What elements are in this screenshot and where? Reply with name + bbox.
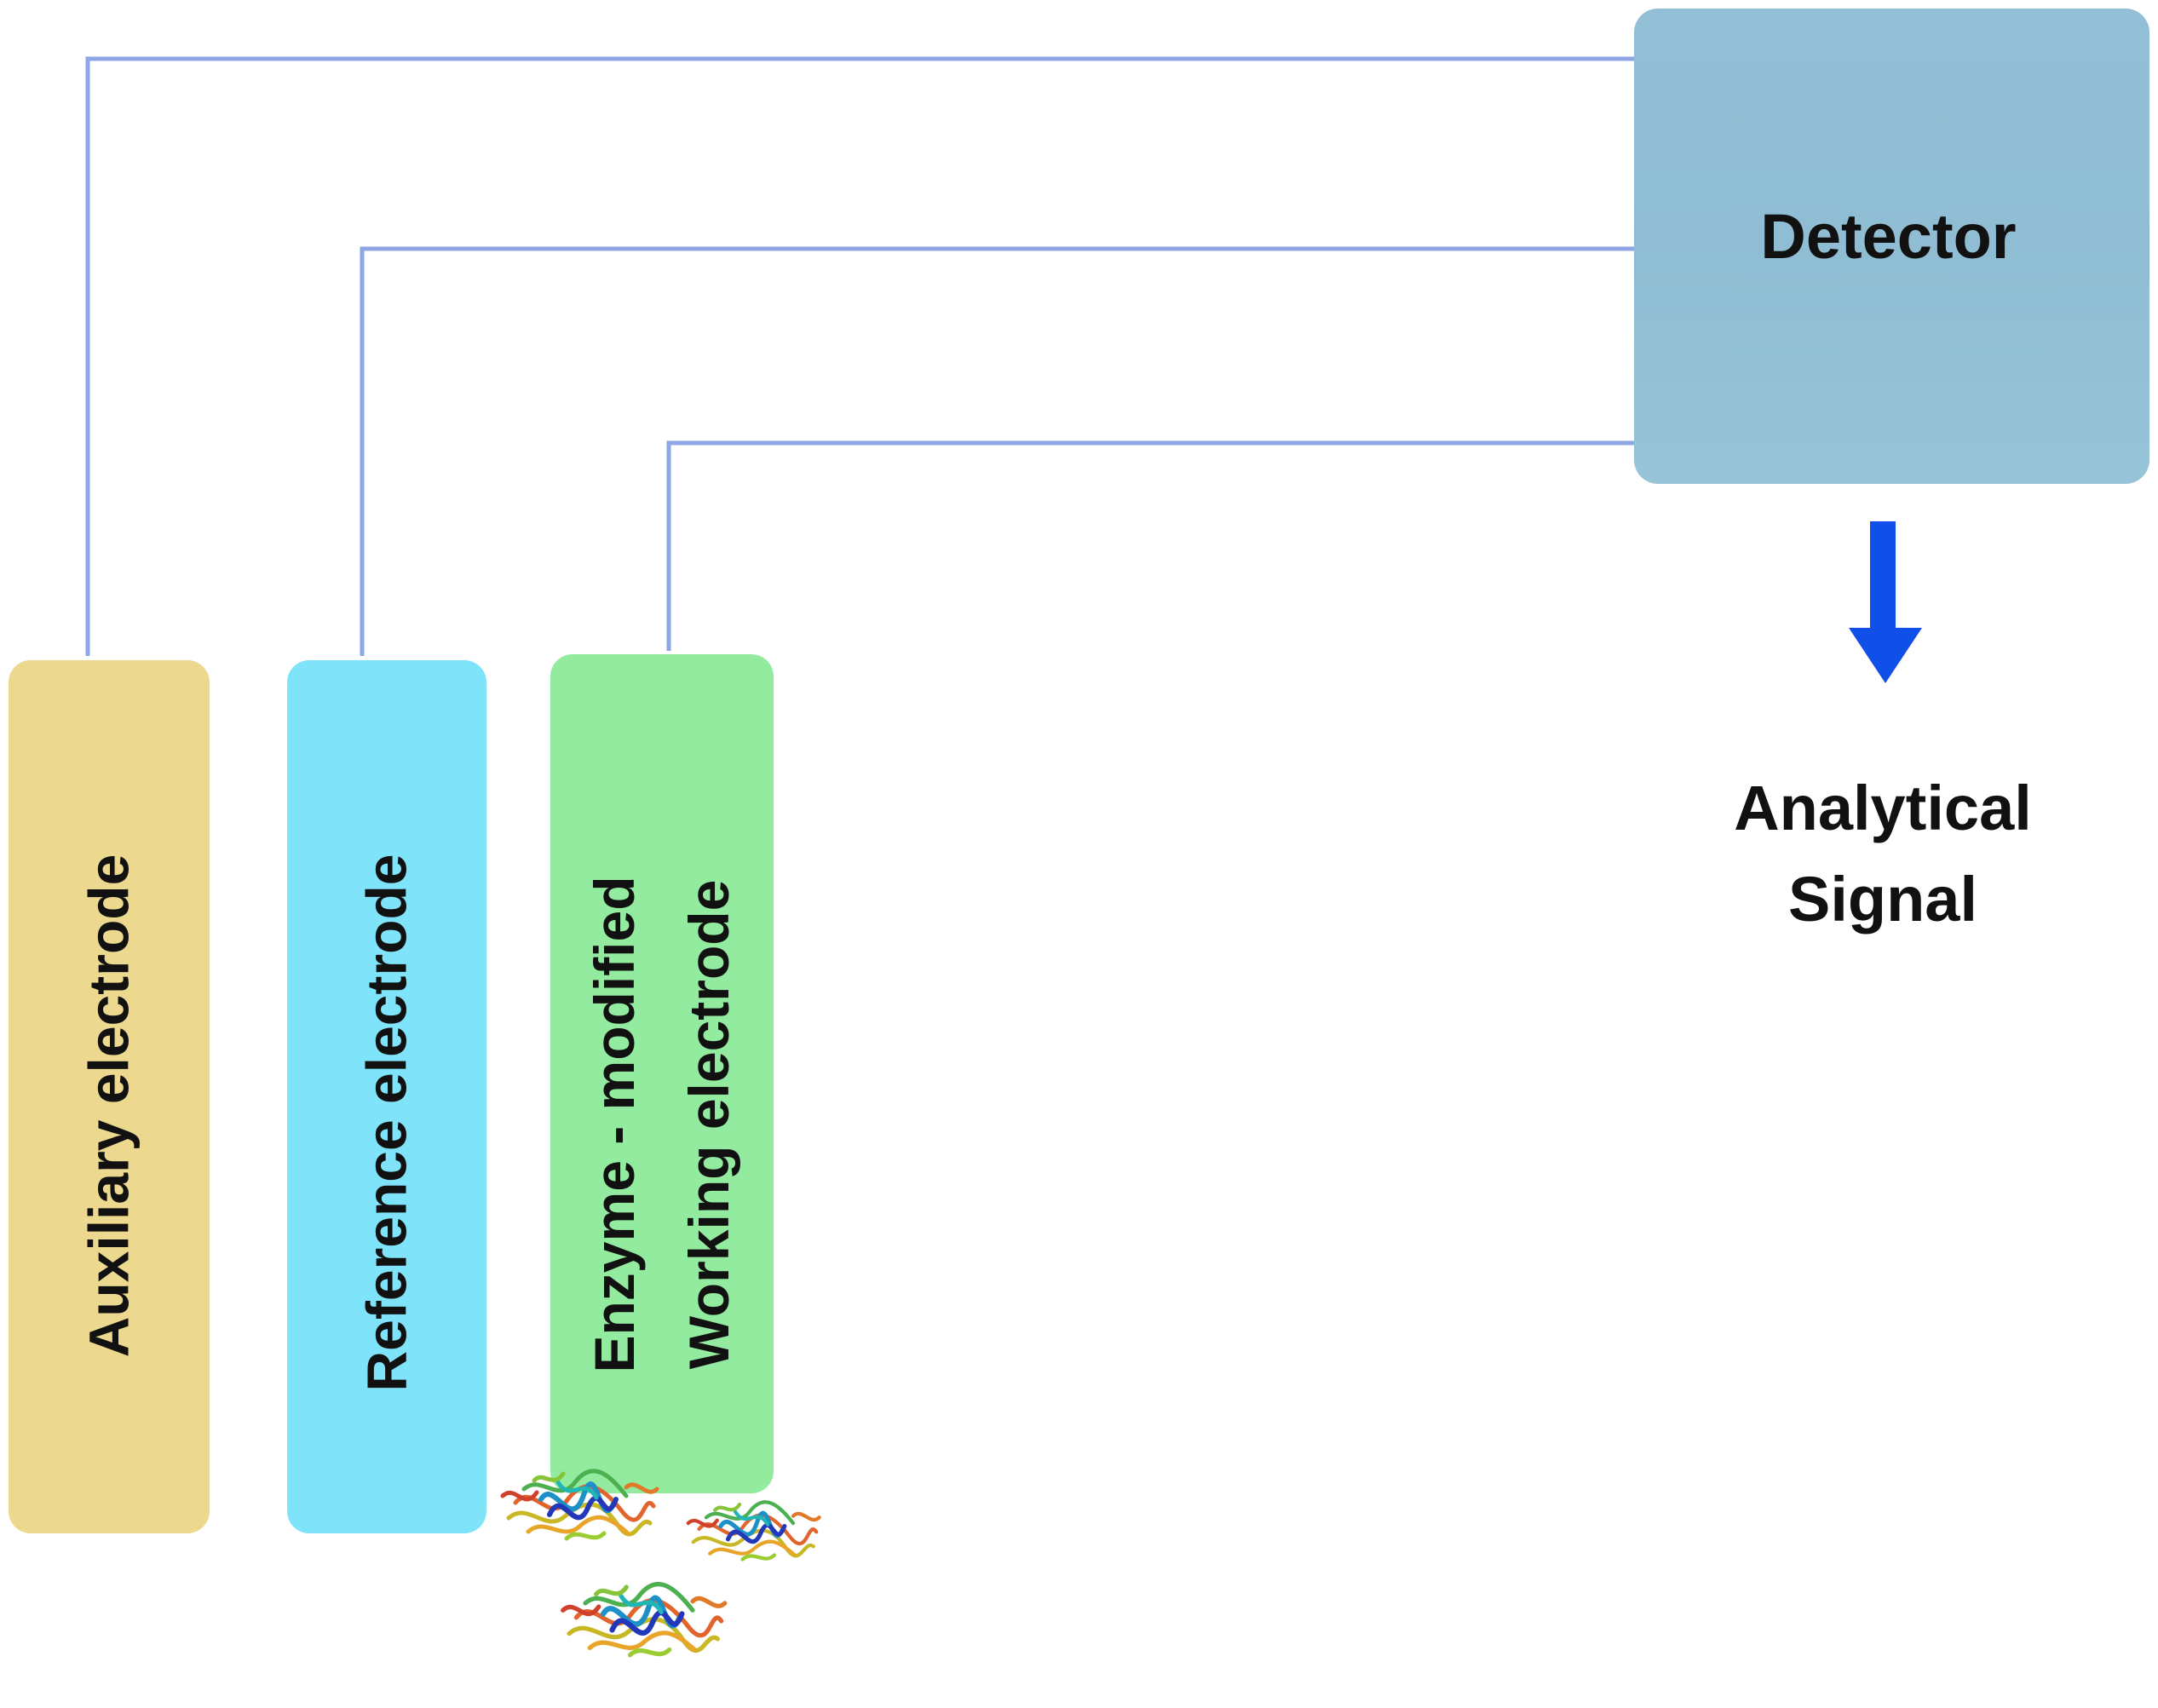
auxiliary-electrode-label-line: Auxiliary electrode [77,854,141,1358]
detector-label: Detector [1760,201,2017,272]
reference-electrode: Reference electrode [287,660,486,1533]
working-electrode-label: Enzyme - modified Working electrode [567,876,757,1372]
working-electrode-label-line-1: Enzyme - modified [583,876,647,1373]
reference-electrode-label-line: Reference electrode [354,854,418,1392]
working-electrode-label-line-2: Working electrode [677,879,740,1369]
analytical-signal-label-line-1: Analytical [1734,773,2032,843]
down-arrow-icon [1849,521,1922,683]
enzyme-protein-structure-icon [494,1448,835,1704]
reference-electrode-label: Reference electrode [340,854,434,1392]
auxiliary-wire [85,56,1640,656]
detector-box: Detector [1634,9,2149,484]
auxiliary-electrode-label: Auxiliary electrode [62,854,157,1357]
auxiliary-electrode: Auxiliary electrode [9,660,210,1533]
analytical-signal-label-line-2: Signal [1787,864,1978,935]
reference-wire [360,246,1670,656]
working-wire [666,440,1670,651]
analytical-signal-label: Analytical Signal [1670,762,2096,946]
working-electrode: Enzyme - modified Working electrode [550,654,774,1493]
